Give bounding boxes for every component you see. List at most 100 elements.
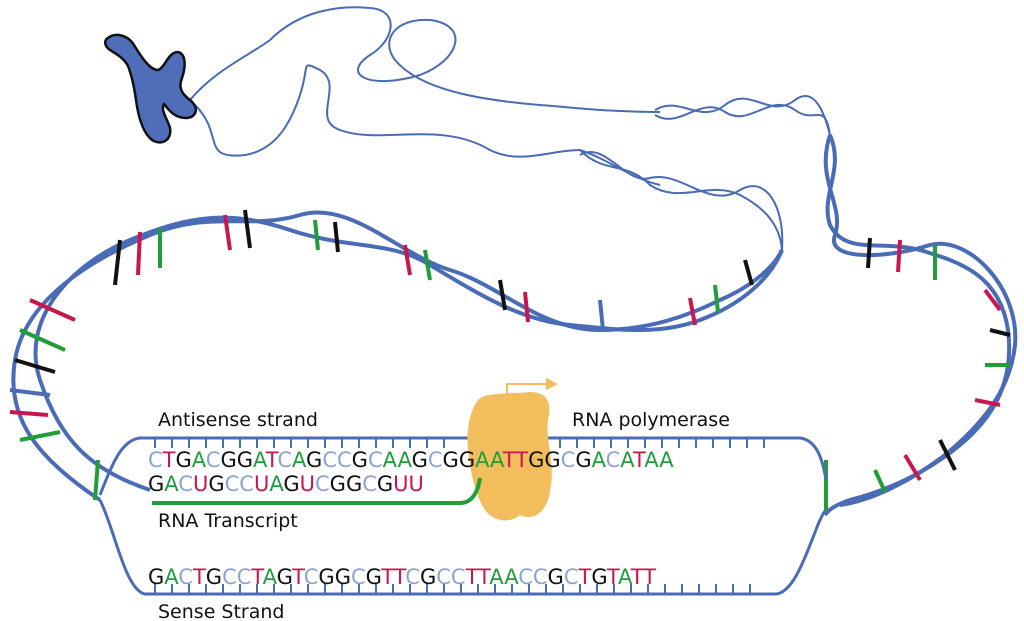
nucleotide-G: G [412, 448, 428, 472]
sense-sequence: GACTGCCTAGTCGGCGTTCGCCTTAACCGCTGTATT [148, 565, 656, 589]
nucleotide-T: T [250, 565, 264, 589]
nucleotide-A: A [504, 565, 519, 589]
sense-strand-label: Sense Strand [158, 601, 285, 621]
nucleotide-C: C [533, 565, 548, 589]
nucleotide-A: A [490, 448, 505, 472]
nucleotide-G: G [306, 448, 322, 472]
nucleotide-A: A [292, 448, 307, 472]
nucleotide-G: G [335, 565, 351, 589]
nucleotide-U: U [254, 472, 269, 496]
nucleotide-T: T [606, 565, 620, 589]
nucleotide-T: T [393, 565, 407, 589]
nucleotide-C: C [178, 472, 193, 496]
nucleotide-A: A [192, 448, 207, 472]
nucleotide-A: A [644, 448, 659, 472]
nucleotide-G: G [220, 448, 236, 472]
nucleotide-C: C [206, 448, 221, 472]
nucleotide-A: A [489, 565, 504, 589]
nucleotide-C: C [436, 565, 451, 589]
nucleotide-C: C [564, 565, 579, 589]
nucleotide-C: C [561, 448, 576, 472]
nucleotide-C: C [315, 472, 330, 496]
chromosome-icon [104, 33, 198, 144]
top-strand-ticks [154, 438, 765, 448]
nucleotide-G: G [544, 448, 560, 472]
nucleotide-G: G [176, 448, 192, 472]
nucleotide-A: A [269, 472, 284, 496]
nucleotide-A: A [253, 448, 268, 472]
nucleotide-A: A [659, 448, 674, 472]
nucleotide-T: T [465, 565, 479, 589]
nucleotide-C: C [237, 565, 252, 589]
thin-helix [579, 95, 831, 251]
nucleotide-C: C [225, 472, 240, 496]
nucleotide-A: A [592, 448, 607, 472]
nucleotide-T: T [477, 565, 491, 589]
nucleotide-G: G [459, 448, 475, 472]
nucleotide-C: C [606, 448, 621, 472]
nucleotide-G: G [206, 565, 222, 589]
arrow-right-icon [506, 383, 548, 400]
nucleotide-G: G [277, 565, 293, 589]
nucleotide-C: C [351, 565, 366, 589]
nucleotide-T: T [632, 448, 646, 472]
bottom-strand-ticks [154, 584, 751, 594]
arrow-right-head [546, 378, 558, 390]
nucleotide-A: A [618, 565, 633, 589]
nucleotide-C: C [148, 448, 163, 472]
nucleotide-T: T [265, 448, 279, 472]
nucleotide-U: U [409, 472, 424, 496]
nucleotide-G: G [148, 565, 164, 589]
nucleotide-G: G [420, 565, 436, 589]
nucleotide-G: G [528, 448, 544, 472]
nucleotide-C: C [451, 565, 466, 589]
nucleotide-T: T [291, 565, 305, 589]
antisense-sequence: CTGACGGATCAGCCGCAAGCGGAATTGGCGACATAA [148, 448, 674, 472]
nucleotide-C: C [239, 472, 254, 496]
nucleotide-A: A [164, 472, 179, 496]
nucleotide-C: C [222, 565, 237, 589]
nucleotide-C: C [277, 448, 292, 472]
nucleotide-A: A [164, 565, 179, 589]
nucleotide-G: G [591, 565, 607, 589]
nucleotide-T: T [630, 565, 644, 589]
nucleotide-C: C [368, 448, 383, 472]
nucleotide-T: T [642, 565, 656, 589]
nucleotide-U: U [393, 472, 408, 496]
nucleotide-C: C [428, 448, 443, 472]
rna-polymerase-shape [467, 392, 552, 521]
nucleotide-A: A [620, 448, 635, 472]
nucleotide-G: G [208, 472, 224, 496]
nucleotide-A: A [475, 448, 490, 472]
rna-transcript-strand [152, 477, 482, 505]
nucleotide-C: C [405, 565, 420, 589]
nucleotide-G: G [366, 565, 382, 589]
antisense-strand-label: Antisense strand [158, 409, 318, 431]
nucleotide-U: U [193, 472, 208, 496]
nucleotide-G: G [237, 448, 253, 472]
base-pair-rungs [9, 209, 1011, 510]
nucleotide-G: G [330, 472, 346, 496]
nucleotide-G: G [283, 472, 299, 496]
nucleotide-G: G [346, 472, 362, 496]
nucleotide-T: T [192, 565, 206, 589]
nucleotide-G: G [318, 565, 334, 589]
nucleotide-A: A [263, 565, 278, 589]
rna-transcript-sequence: GACUGCCUAGUCGGCGUU [148, 472, 424, 496]
nucleotide-G: G [377, 472, 393, 496]
nucleotide-G: G [575, 448, 591, 472]
nucleotide-G: G [352, 448, 368, 472]
nucleotide-C: C [178, 565, 193, 589]
nucleotide-T: T [162, 448, 176, 472]
nucleotide-T: T [514, 448, 528, 472]
nucleotide-G: G [148, 472, 164, 496]
nucleotide-C: C [518, 565, 533, 589]
rna-transcript-label: RNA Transcript [158, 510, 298, 532]
dna-double-helix [11, 134, 1018, 517]
nucleotide-C: C [337, 448, 352, 472]
nucleotide-C: C [322, 448, 337, 472]
nucleotide-C: C [304, 565, 319, 589]
nucleotide-A: A [398, 448, 413, 472]
rna-polymerase-label: RNA polymerase [572, 409, 730, 431]
